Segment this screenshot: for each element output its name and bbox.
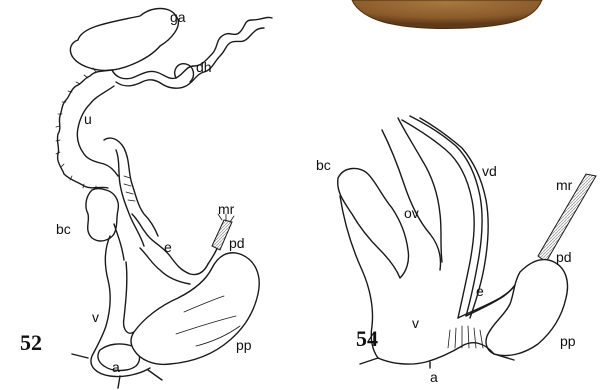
label-e-52: e <box>164 239 172 255</box>
duct-dh-loop <box>175 64 194 82</box>
label-e-54: e <box>476 283 484 299</box>
label-v-54: v <box>412 315 419 331</box>
label-bc-54: bc <box>316 157 331 173</box>
gland-ga <box>70 9 178 71</box>
label-vd-54: vd <box>482 163 497 179</box>
figure-52-drawing <box>56 9 272 389</box>
uterus-u-outer <box>57 70 110 188</box>
label-mr-54: mr <box>556 177 573 193</box>
atrium-a-54 <box>378 343 494 364</box>
label-pd-54: pd <box>556 249 572 265</box>
uterus-u-inner <box>77 86 118 176</box>
oviduct-52-inner <box>116 150 144 246</box>
bursa-bc-54 <box>338 168 409 278</box>
label-v-52: v <box>92 309 99 325</box>
label-ga-52: ga <box>170 9 186 25</box>
figure-number-52: 52 <box>20 330 42 355</box>
label-pd-52: pd <box>229 235 245 251</box>
atrium-54-base <box>360 354 514 368</box>
label-pp-54: pp <box>560 333 576 349</box>
bursa-duct-52 <box>114 224 124 260</box>
label-dh-52: dh <box>196 59 212 75</box>
label-bc-52: bc <box>56 221 71 237</box>
shell-photo-fragment <box>352 0 542 29</box>
label-u-52: u <box>84 111 92 127</box>
vas-deferens-vd-mid <box>410 116 482 316</box>
label-a-54: a <box>430 369 438 385</box>
penis-pp-54 <box>486 260 568 356</box>
figure-number-54: 54 <box>356 326 378 351</box>
vagina-v-52-right <box>124 262 134 333</box>
label-ov-54: ov <box>404 205 419 221</box>
label-pp-52: pp <box>236 337 252 353</box>
label-mr-52: mr <box>218 201 235 217</box>
bursa-bc-52 <box>86 189 118 241</box>
label-a-52: a <box>112 359 120 375</box>
